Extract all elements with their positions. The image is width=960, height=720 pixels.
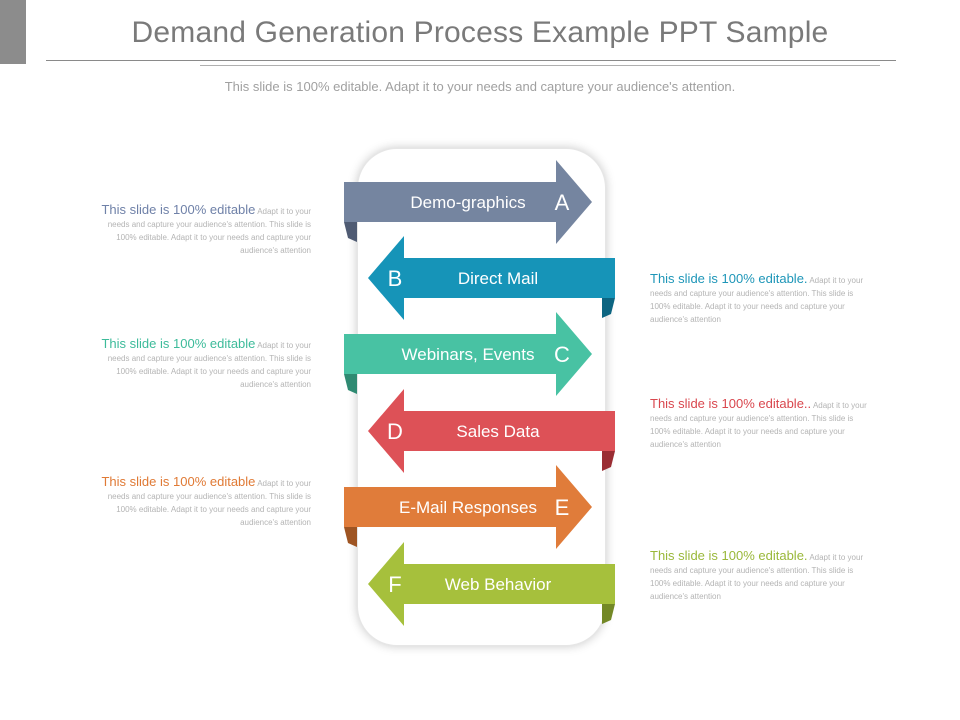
title-divider xyxy=(46,60,896,61)
step-label-e-mail-responses: E-Mail Responses xyxy=(399,498,537,517)
corner-accent xyxy=(0,0,26,64)
ribbon-fold-demo-graphics xyxy=(344,222,357,242)
title-divider-secondary xyxy=(200,65,880,66)
ribbon-fold-direct-mail xyxy=(602,298,615,318)
ribbon-fold-webinars-events xyxy=(344,374,357,394)
note-e-lead: This slide is 100% editable xyxy=(101,474,256,489)
arrow-sales-data xyxy=(368,389,615,473)
step-label-direct-mail: Direct Mail xyxy=(458,269,538,288)
step-label-sales-data: Sales Data xyxy=(456,422,540,441)
arrow-demo-graphics xyxy=(344,160,592,244)
step-label-demo-graphics: Demo-graphics xyxy=(410,193,525,212)
step-letter-d: D xyxy=(387,419,403,444)
note-f: This slide is 100% editable. Adapt it to… xyxy=(650,549,870,603)
note-d-lead: This slide is 100% editable.. xyxy=(650,396,812,411)
note-c-body: Adapt it to your needs and capture your … xyxy=(107,341,311,389)
arrow-e-mail-responses xyxy=(344,465,592,549)
note-b-lead: This slide is 100% editable. xyxy=(650,271,808,286)
step-letter-c: C xyxy=(554,342,570,367)
note-e: This slide is 100% editable Adapt it to … xyxy=(91,475,311,529)
ribbon-fold-sales-data xyxy=(602,451,615,471)
step-label-web-behavior: Web Behavior xyxy=(445,575,552,594)
arrow-direct-mail xyxy=(368,236,615,320)
step-letter-f: F xyxy=(388,572,401,597)
step-letter-b: B xyxy=(388,266,403,291)
note-a-lead: This slide is 100% editable xyxy=(101,202,256,217)
note-c: This slide is 100% editable Adapt it to … xyxy=(91,337,311,391)
note-f-body: Adapt it to your needs and capture your … xyxy=(650,553,864,601)
note-a-body: Adapt it to your needs and capture your … xyxy=(107,207,311,255)
note-d: This slide is 100% editable.. Adapt it t… xyxy=(650,397,870,451)
note-b: This slide is 100% editable. Adapt it to… xyxy=(650,272,870,326)
slide-subtitle: This slide is 100% editable. Adapt it to… xyxy=(224,79,736,94)
note-a: This slide is 100% editable Adapt it to … xyxy=(91,203,311,257)
step-letter-a: A xyxy=(555,190,570,215)
ribbon-fold-e-mail-responses xyxy=(344,527,357,547)
note-f-lead: This slide is 100% editable. xyxy=(650,548,808,563)
ribbon-fold-web-behavior xyxy=(602,604,615,624)
slide-title: Demand Generation Process Example PPT Sa… xyxy=(131,16,829,49)
note-e-body: Adapt it to your needs and capture your … xyxy=(107,479,311,527)
step-letter-e: E xyxy=(555,495,570,520)
arrow-web-behavior xyxy=(368,542,615,626)
note-d-body: Adapt it to your needs and capture your … xyxy=(650,401,867,449)
step-label-webinars-events: Webinars, Events xyxy=(402,345,535,364)
note-b-body: Adapt it to your needs and capture your … xyxy=(650,276,864,324)
note-c-lead: This slide is 100% editable xyxy=(101,336,256,351)
arrow-webinars-events xyxy=(344,312,592,396)
